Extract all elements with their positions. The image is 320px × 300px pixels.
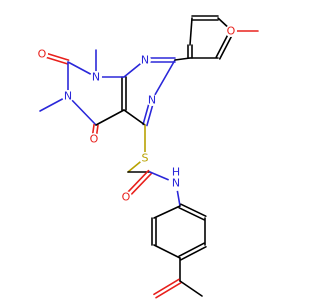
bond-ac-acm xyxy=(179,280,203,297)
atom-o-amide-label: O xyxy=(122,191,131,204)
bond-ar1-ar2-1 xyxy=(178,207,205,221)
atom-o-carbonyl-2: O xyxy=(36,48,48,61)
atom-s-label: S xyxy=(142,152,149,165)
atom-n3-label: N xyxy=(64,90,72,103)
atom-n8-label: N xyxy=(141,54,149,67)
atom-n-pyrimidine-upper: N xyxy=(139,54,151,67)
atom-sulfur: S xyxy=(139,152,151,165)
atom-n-ring-3: N xyxy=(62,90,74,103)
bond-c4-c4a xyxy=(95,109,125,126)
atom-label-layer: N N N N O O S O xyxy=(36,25,237,204)
atom-o2-label: O xyxy=(38,48,47,61)
bond-c5-c4a xyxy=(123,109,146,126)
atom-o4-label: O xyxy=(90,133,99,146)
molecule-structure: N N N N O O S O xyxy=(36,15,259,299)
bond-ar3-ar4-2 xyxy=(180,245,207,261)
bond-ar3-ar4-1 xyxy=(178,242,205,258)
atom-n5-label: N xyxy=(148,94,156,107)
bond-ar4-ar5 xyxy=(153,244,181,259)
atom-n1-label: N xyxy=(92,71,100,84)
atom-o-methoxy: O xyxy=(225,25,237,38)
bond-ac-aco-1 xyxy=(153,278,180,296)
bond-co-oa-2 xyxy=(126,172,153,200)
atom-nh-n-label: N xyxy=(172,177,180,190)
bond-n3-c4 xyxy=(67,95,97,126)
atom-o-carbonyl-4: O xyxy=(88,133,100,146)
bond-co-oa-1 xyxy=(123,169,150,197)
atom-o-amide: O xyxy=(120,191,132,204)
atom-n-ring-1: N xyxy=(90,71,102,84)
bond-ar1-ar2-2 xyxy=(180,203,207,217)
bond-c7-n5 xyxy=(151,59,176,101)
bond-ac-aco-2 xyxy=(155,281,182,299)
atom-o-methoxy-label: O xyxy=(227,25,236,38)
atom-nh-h-label: H xyxy=(172,166,180,179)
bond-pa1-pa2 xyxy=(189,17,193,46)
atom-n-pyrimidine-lower: N xyxy=(146,94,158,107)
atom-nh-amide: H N xyxy=(168,166,184,191)
bond-ar6-ar1 xyxy=(153,205,181,219)
